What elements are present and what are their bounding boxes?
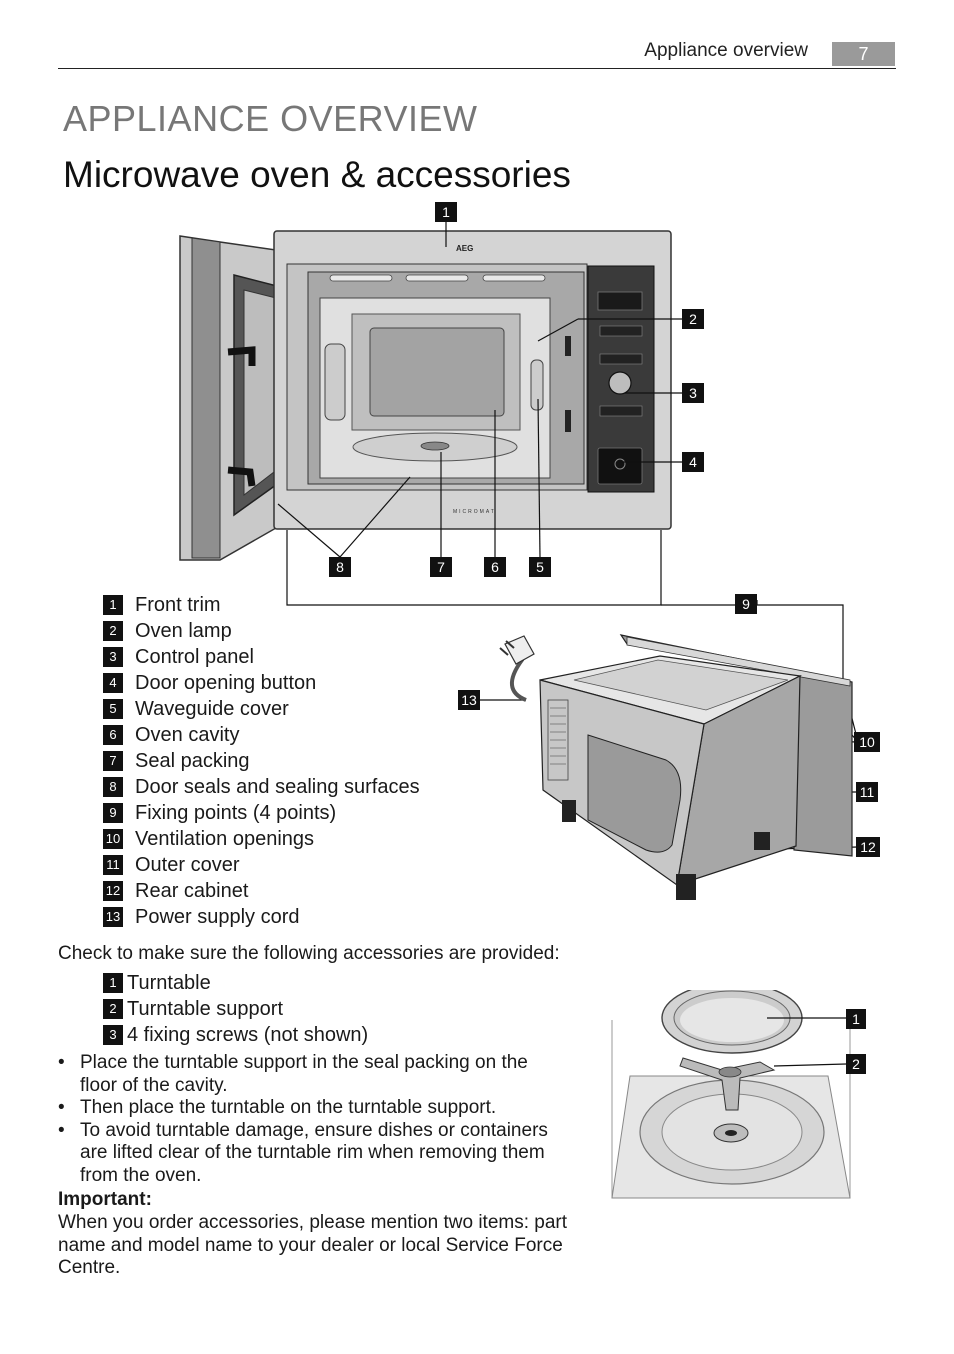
legend-item: 11 Outer cover bbox=[103, 852, 420, 878]
section-title: APPLIANCE OVERVIEW bbox=[63, 98, 478, 139]
accessory-number: 1 bbox=[103, 973, 123, 993]
legend-number: 13 bbox=[103, 907, 123, 927]
svg-text:10: 10 bbox=[859, 734, 875, 750]
legend-label: Front trim bbox=[135, 593, 221, 616]
legend-number: 10 bbox=[103, 829, 123, 849]
svg-text:3: 3 bbox=[689, 385, 697, 401]
legend-number: 1 bbox=[103, 595, 123, 615]
accessories-intro: Check to make sure the following accesso… bbox=[58, 943, 560, 964]
legend-number: 2 bbox=[103, 621, 123, 641]
legend-number: 6 bbox=[103, 725, 123, 745]
header-rule bbox=[58, 68, 896, 69]
legend-label: Seal packing bbox=[135, 749, 250, 772]
important-text: When you order accessories, please menti… bbox=[58, 1212, 568, 1278]
instruction-item: • Place the turntable support in the seal… bbox=[58, 1052, 558, 1097]
svg-text:13: 13 bbox=[461, 692, 477, 708]
legend-item: 6 Oven cavity bbox=[103, 722, 420, 748]
turntable-support bbox=[679, 1057, 776, 1111]
legend-label: Door opening button bbox=[135, 671, 317, 694]
legend-number: 5 bbox=[103, 699, 123, 719]
callout-tags: 1 2 3 4 5 6 7 8 9 10 11 12 13 bbox=[329, 202, 880, 857]
plug bbox=[504, 635, 535, 665]
svg-text:5: 5 bbox=[536, 559, 544, 575]
svg-text:4: 4 bbox=[689, 454, 697, 470]
section-subtitle: Microwave oven & accessories bbox=[63, 154, 571, 195]
legend-label: Rear cabinet bbox=[135, 879, 249, 902]
turntable-callout: 1 bbox=[852, 1011, 860, 1027]
brand-logo: AEG bbox=[456, 244, 473, 253]
ventilation-openings bbox=[547, 699, 569, 781]
legend-item: 10 Ventilation openings bbox=[103, 826, 420, 852]
bullet-icon: • bbox=[58, 1052, 65, 1073]
legend-number: 12 bbox=[103, 881, 123, 901]
instruction-item: • Then place the turntable on the turntab… bbox=[58, 1097, 558, 1120]
legend-item: 13 Power supply cord bbox=[103, 904, 420, 930]
legend-label: Oven cavity bbox=[135, 723, 240, 746]
running-header-title: Appliance overview bbox=[644, 40, 808, 61]
door-opening-button bbox=[597, 447, 643, 485]
instructions-list: • Place the turntable support in the seal… bbox=[58, 1052, 558, 1187]
legend-number: 8 bbox=[103, 777, 123, 797]
legend-item: 5 Waveguide cover bbox=[103, 696, 420, 722]
legend-label: Ventilation openings bbox=[135, 827, 315, 850]
door-latch-upper bbox=[227, 346, 256, 366]
door-latch-lower bbox=[227, 466, 256, 487]
legend-label: Oven lamp bbox=[135, 619, 232, 642]
legend-number: 11 bbox=[103, 855, 123, 875]
microwave-diagram: AEG MICROMAT bbox=[179, 202, 880, 900]
important-heading: Important: bbox=[58, 1189, 152, 1210]
accessory-label: 4 fixing screws (not shown) bbox=[127, 1023, 369, 1046]
instruction-text: To avoid turntable damage, ensure dishes… bbox=[80, 1119, 548, 1186]
svg-text:1: 1 bbox=[442, 204, 450, 220]
legend-label: Waveguide cover bbox=[135, 697, 289, 720]
accessory-number: 2 bbox=[103, 999, 123, 1019]
legend-item: 8 Door seals and sealing surfaces bbox=[103, 774, 420, 800]
legend-item: 3 Control panel bbox=[103, 644, 420, 670]
legend-label: Door seals and sealing surfaces bbox=[135, 775, 420, 798]
control-knob bbox=[608, 371, 632, 395]
display bbox=[597, 291, 643, 311]
svg-text:11: 11 bbox=[860, 784, 875, 800]
svg-text:9: 9 bbox=[742, 596, 750, 612]
legend-item: 9 Fixing points (4 points) bbox=[103, 800, 420, 826]
legend-number: 4 bbox=[103, 673, 123, 693]
page-number: 7 bbox=[832, 42, 895, 66]
legend-item: 2 Oven lamp bbox=[103, 618, 420, 644]
legend-item: 12 Rear cabinet bbox=[103, 878, 420, 904]
instruction-text: Place the turntable support in the seal … bbox=[80, 1052, 528, 1096]
legend-label: Power supply cord bbox=[135, 905, 300, 928]
legend-item: 1 Front trim bbox=[103, 592, 420, 618]
legend-item: 4 Door opening button bbox=[103, 670, 420, 696]
instruction-text: Then place the turntable on the turntabl… bbox=[80, 1097, 497, 1118]
turntable-support-callout: 2 bbox=[852, 1056, 860, 1072]
svg-text:2: 2 bbox=[689, 311, 697, 327]
svg-text:7: 7 bbox=[437, 559, 445, 575]
accessory-label: Turntable support bbox=[127, 997, 284, 1020]
legend-label: Outer cover bbox=[135, 853, 240, 876]
accessory-number: 3 bbox=[103, 1025, 123, 1045]
legend-label: Control panel bbox=[135, 645, 254, 668]
svg-text:6: 6 bbox=[491, 559, 499, 575]
turntable-diagram: 1 2 bbox=[611, 990, 866, 1199]
svg-text:12: 12 bbox=[860, 839, 876, 855]
bullet-icon: • bbox=[58, 1097, 65, 1118]
waveguide-cover bbox=[530, 359, 544, 411]
bullet-icon: • bbox=[58, 1119, 65, 1141]
oven-lamp-left bbox=[324, 343, 346, 421]
model-text: MICROMAT bbox=[453, 509, 496, 515]
legend-item: 7 Seal packing bbox=[103, 748, 420, 774]
legend-label: Fixing points (4 points) bbox=[135, 801, 337, 824]
svg-text:8: 8 bbox=[336, 559, 344, 575]
accessory-label: Turntable bbox=[127, 971, 211, 994]
legend-number: 9 bbox=[103, 803, 123, 823]
legend-number: 7 bbox=[103, 751, 123, 771]
legend-number: 3 bbox=[103, 647, 123, 667]
instruction-item: • To avoid turntable damage, ensure dishe… bbox=[58, 1120, 558, 1188]
